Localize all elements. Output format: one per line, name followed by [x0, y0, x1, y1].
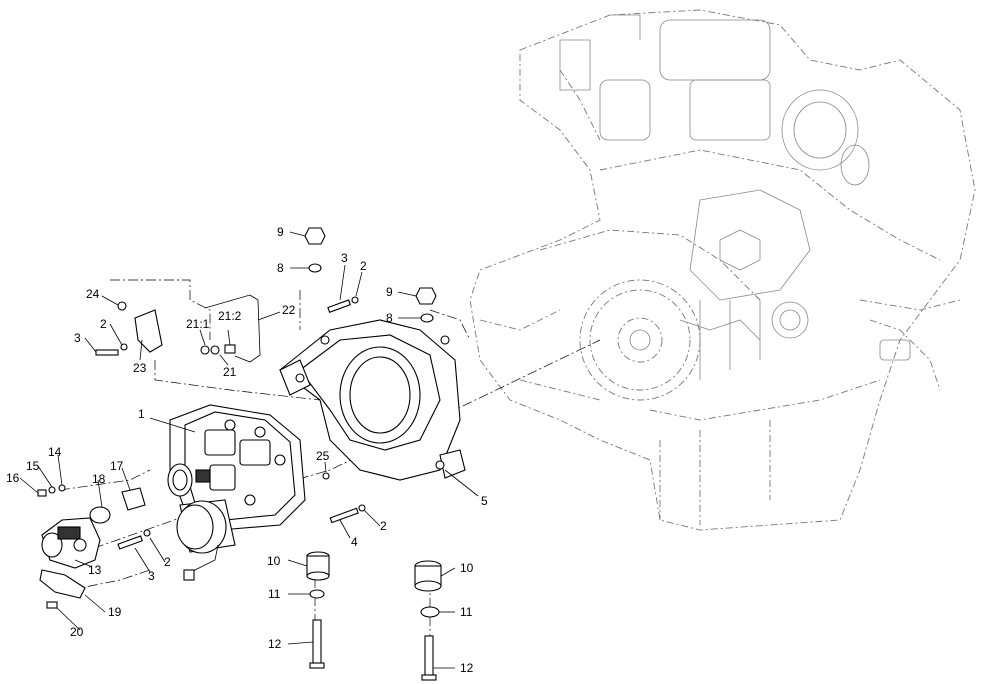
isolator-10a	[306, 551, 330, 581]
bolt-12b	[421, 635, 437, 681]
callout-21: 21	[223, 365, 237, 379]
callout-12-right: 12	[460, 661, 474, 675]
fitting-21	[210, 345, 220, 355]
callout-21-1: 21:1	[186, 317, 210, 331]
callout-2-left: 2	[100, 317, 107, 331]
hydraulic-line-22	[204, 294, 261, 363]
callout-10-left: 10	[267, 554, 281, 568]
fitting-21-2	[224, 344, 236, 354]
washer-14	[58, 484, 66, 492]
callout-2-mid: 2	[380, 519, 387, 533]
bracket-19	[39, 569, 86, 599]
fitting-21-1	[200, 345, 210, 355]
callout-3-bottom: 3	[148, 569, 155, 583]
callout-16: 16	[6, 471, 20, 485]
bracket-23	[134, 309, 163, 353]
callout-3-left: 3	[74, 331, 81, 345]
bolt-12a	[309, 619, 325, 669]
callout-23: 23	[133, 361, 147, 375]
callout-3-top: 3	[341, 251, 348, 265]
washer-2c	[358, 504, 366, 512]
callout-11-right: 11	[460, 605, 473, 619]
callout-2-top: 2	[360, 259, 367, 273]
pin-25	[322, 472, 330, 480]
callout-17: 17	[110, 459, 124, 473]
bolt-3a	[95, 349, 119, 356]
callout-11-left: 11	[268, 587, 281, 601]
bolt-20	[46, 601, 58, 609]
leader-lines	[19, 231, 479, 669]
callout-9-right: 9	[386, 285, 393, 299]
fitting-24	[117, 301, 127, 311]
callout-25: 25	[316, 449, 330, 463]
washer-8b	[420, 313, 434, 323]
washer-11b	[420, 606, 440, 618]
isolator-10b	[414, 560, 442, 592]
engine-assembly-phantom	[469, 9, 976, 531]
washer-8a	[308, 263, 322, 273]
callout-2-bottom: 2	[164, 555, 171, 569]
callout-12-left: 12	[268, 637, 282, 651]
washer-2a	[120, 343, 128, 351]
callout-labels: 1 9 8 3 2 9 8 24 2 3 23 21:1 21:2 21 22 …	[6, 225, 488, 675]
callout-14: 14	[48, 445, 62, 459]
callout-8-top: 8	[277, 261, 284, 275]
hardware	[37, 227, 442, 681]
callout-20: 20	[70, 625, 84, 639]
bolt-3b	[327, 299, 352, 313]
nut-9a	[304, 227, 326, 245]
callout-5: 5	[481, 494, 488, 508]
callout-9-top: 9	[277, 225, 284, 239]
washer-2b	[351, 296, 359, 304]
callout-4: 4	[351, 535, 358, 549]
callout-8-right: 8	[386, 311, 393, 325]
coupler-17	[121, 487, 146, 511]
callout-21-2: 21:2	[218, 309, 242, 323]
washer-15	[48, 486, 56, 494]
callout-10-right: 10	[460, 561, 474, 575]
washer-11a	[309, 589, 325, 599]
callout-15: 15	[26, 459, 40, 473]
callout-1: 1	[138, 407, 145, 421]
bolt-3c	[117, 535, 144, 550]
washer-2d	[143, 529, 151, 537]
bolt-16	[37, 489, 47, 497]
callout-22: 22	[282, 303, 296, 317]
bolt-4	[329, 507, 359, 524]
callout-19: 19	[108, 605, 122, 619]
nut-9b	[415, 287, 437, 305]
bell-housing	[279, 319, 466, 481]
callout-13: 13	[88, 563, 102, 577]
o-ring-18	[89, 506, 111, 524]
callout-18: 18	[92, 472, 106, 486]
hydraulic-pump	[167, 404, 306, 581]
callout-24: 24	[86, 287, 100, 301]
charge-pump	[41, 517, 101, 569]
